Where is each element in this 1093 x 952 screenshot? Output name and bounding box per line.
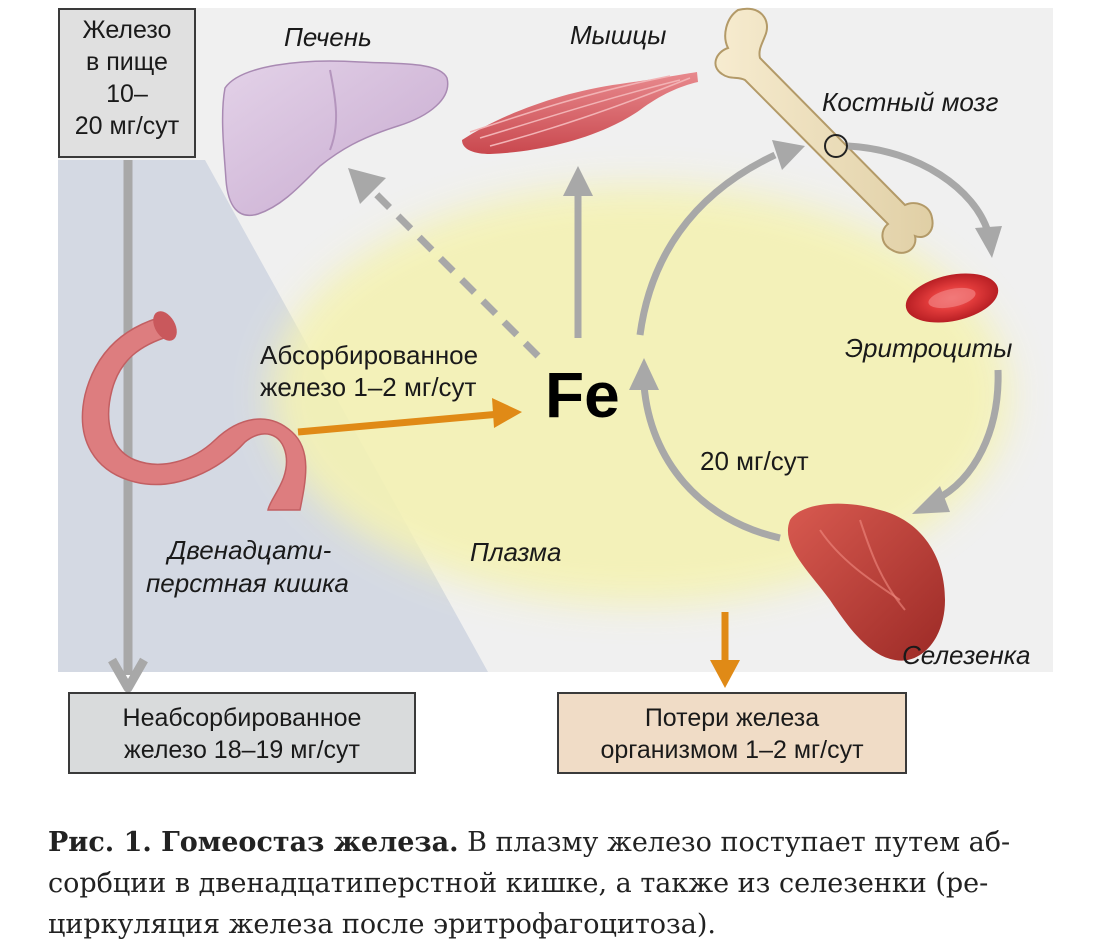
unabsorbed-iron-box: Неабсорбированное железо 18–19 мг/сут [68,692,416,774]
caption-line-3: циркуляция железа после эритрофагоцитоза… [48,909,716,940]
loss-arrow [710,612,740,688]
liver-organ [221,60,449,217]
bone-marrow-label: Костный мозг [822,87,999,117]
unabsorbed-arrow [108,160,148,693]
absorbed-label-1: Абсорбированное [260,340,479,370]
caption-line-1-rest: В плазму железо поступает путем аб- [458,827,1011,858]
fe-to-muscle-arrow [563,166,593,338]
spleen-to-fe-arrow [629,358,781,542]
iron-fe-symbol: Fe [545,359,620,431]
unabsorbed-line-2: железо 18–19 мг/сут [124,736,360,764]
unabsorbed-line-1: Неабсорбированное [122,704,362,732]
caption-line-1: Рис. 1. Гомеостаз железа. В плазму желез… [48,822,1058,863]
liver-label: Печень [284,22,372,52]
spleen-organ [787,503,945,661]
losses-line-1: Потери железа [644,704,820,732]
erythrocyte-label: Эритроциты [845,333,1013,363]
fe-to-bone-marrow-arrow [636,140,805,336]
bone-marrow-organ [714,7,934,254]
absorbed-label-2: железо 1–2 мг/сут [260,372,477,402]
fe-to-liver-arrow [348,168,541,359]
muscle-label: Мышцы [570,20,667,50]
spleen-label: Селезенка [902,640,1031,670]
food-iron-line-2: в пище [86,48,168,76]
food-iron-line-4: 20 мг/сут [74,112,180,140]
losses-line-2: организмом 1–2 мг/сут [600,736,864,764]
food-iron-box: Железо в пище 10– 20 мг/сут [58,8,196,158]
duodenum-label-1: Двенадцати- [168,535,332,565]
duodenum-label-2: перстная кишка [146,568,349,598]
caption-title: Рис. 1. Гомеостаз железа. [48,827,459,858]
recycling-rate-label: 20 мг/сут [700,446,809,476]
erythrocyte-cell [905,273,999,323]
erythrocyte-to-spleen-arrow [912,369,1002,514]
absorption-arrow [297,398,522,436]
caption-line-2: сорбции в двенадцатиперстной кишке, а та… [48,868,989,899]
iron-losses-box: Потери железа организмом 1–2 мг/сут [557,692,907,774]
muscle-organ [462,72,698,154]
figure-caption: Рис. 1. Гомеостаз железа. В плазму желез… [48,822,1058,945]
marrow-to-erythrocyte-arrow [847,142,1002,258]
plasma-label: Плазма [470,537,562,567]
food-iron-line-1: Железо [82,16,172,44]
plasma-region [270,185,1010,605]
duodenum-organ [81,311,307,511]
food-iron-line-3: 10– [106,80,148,108]
